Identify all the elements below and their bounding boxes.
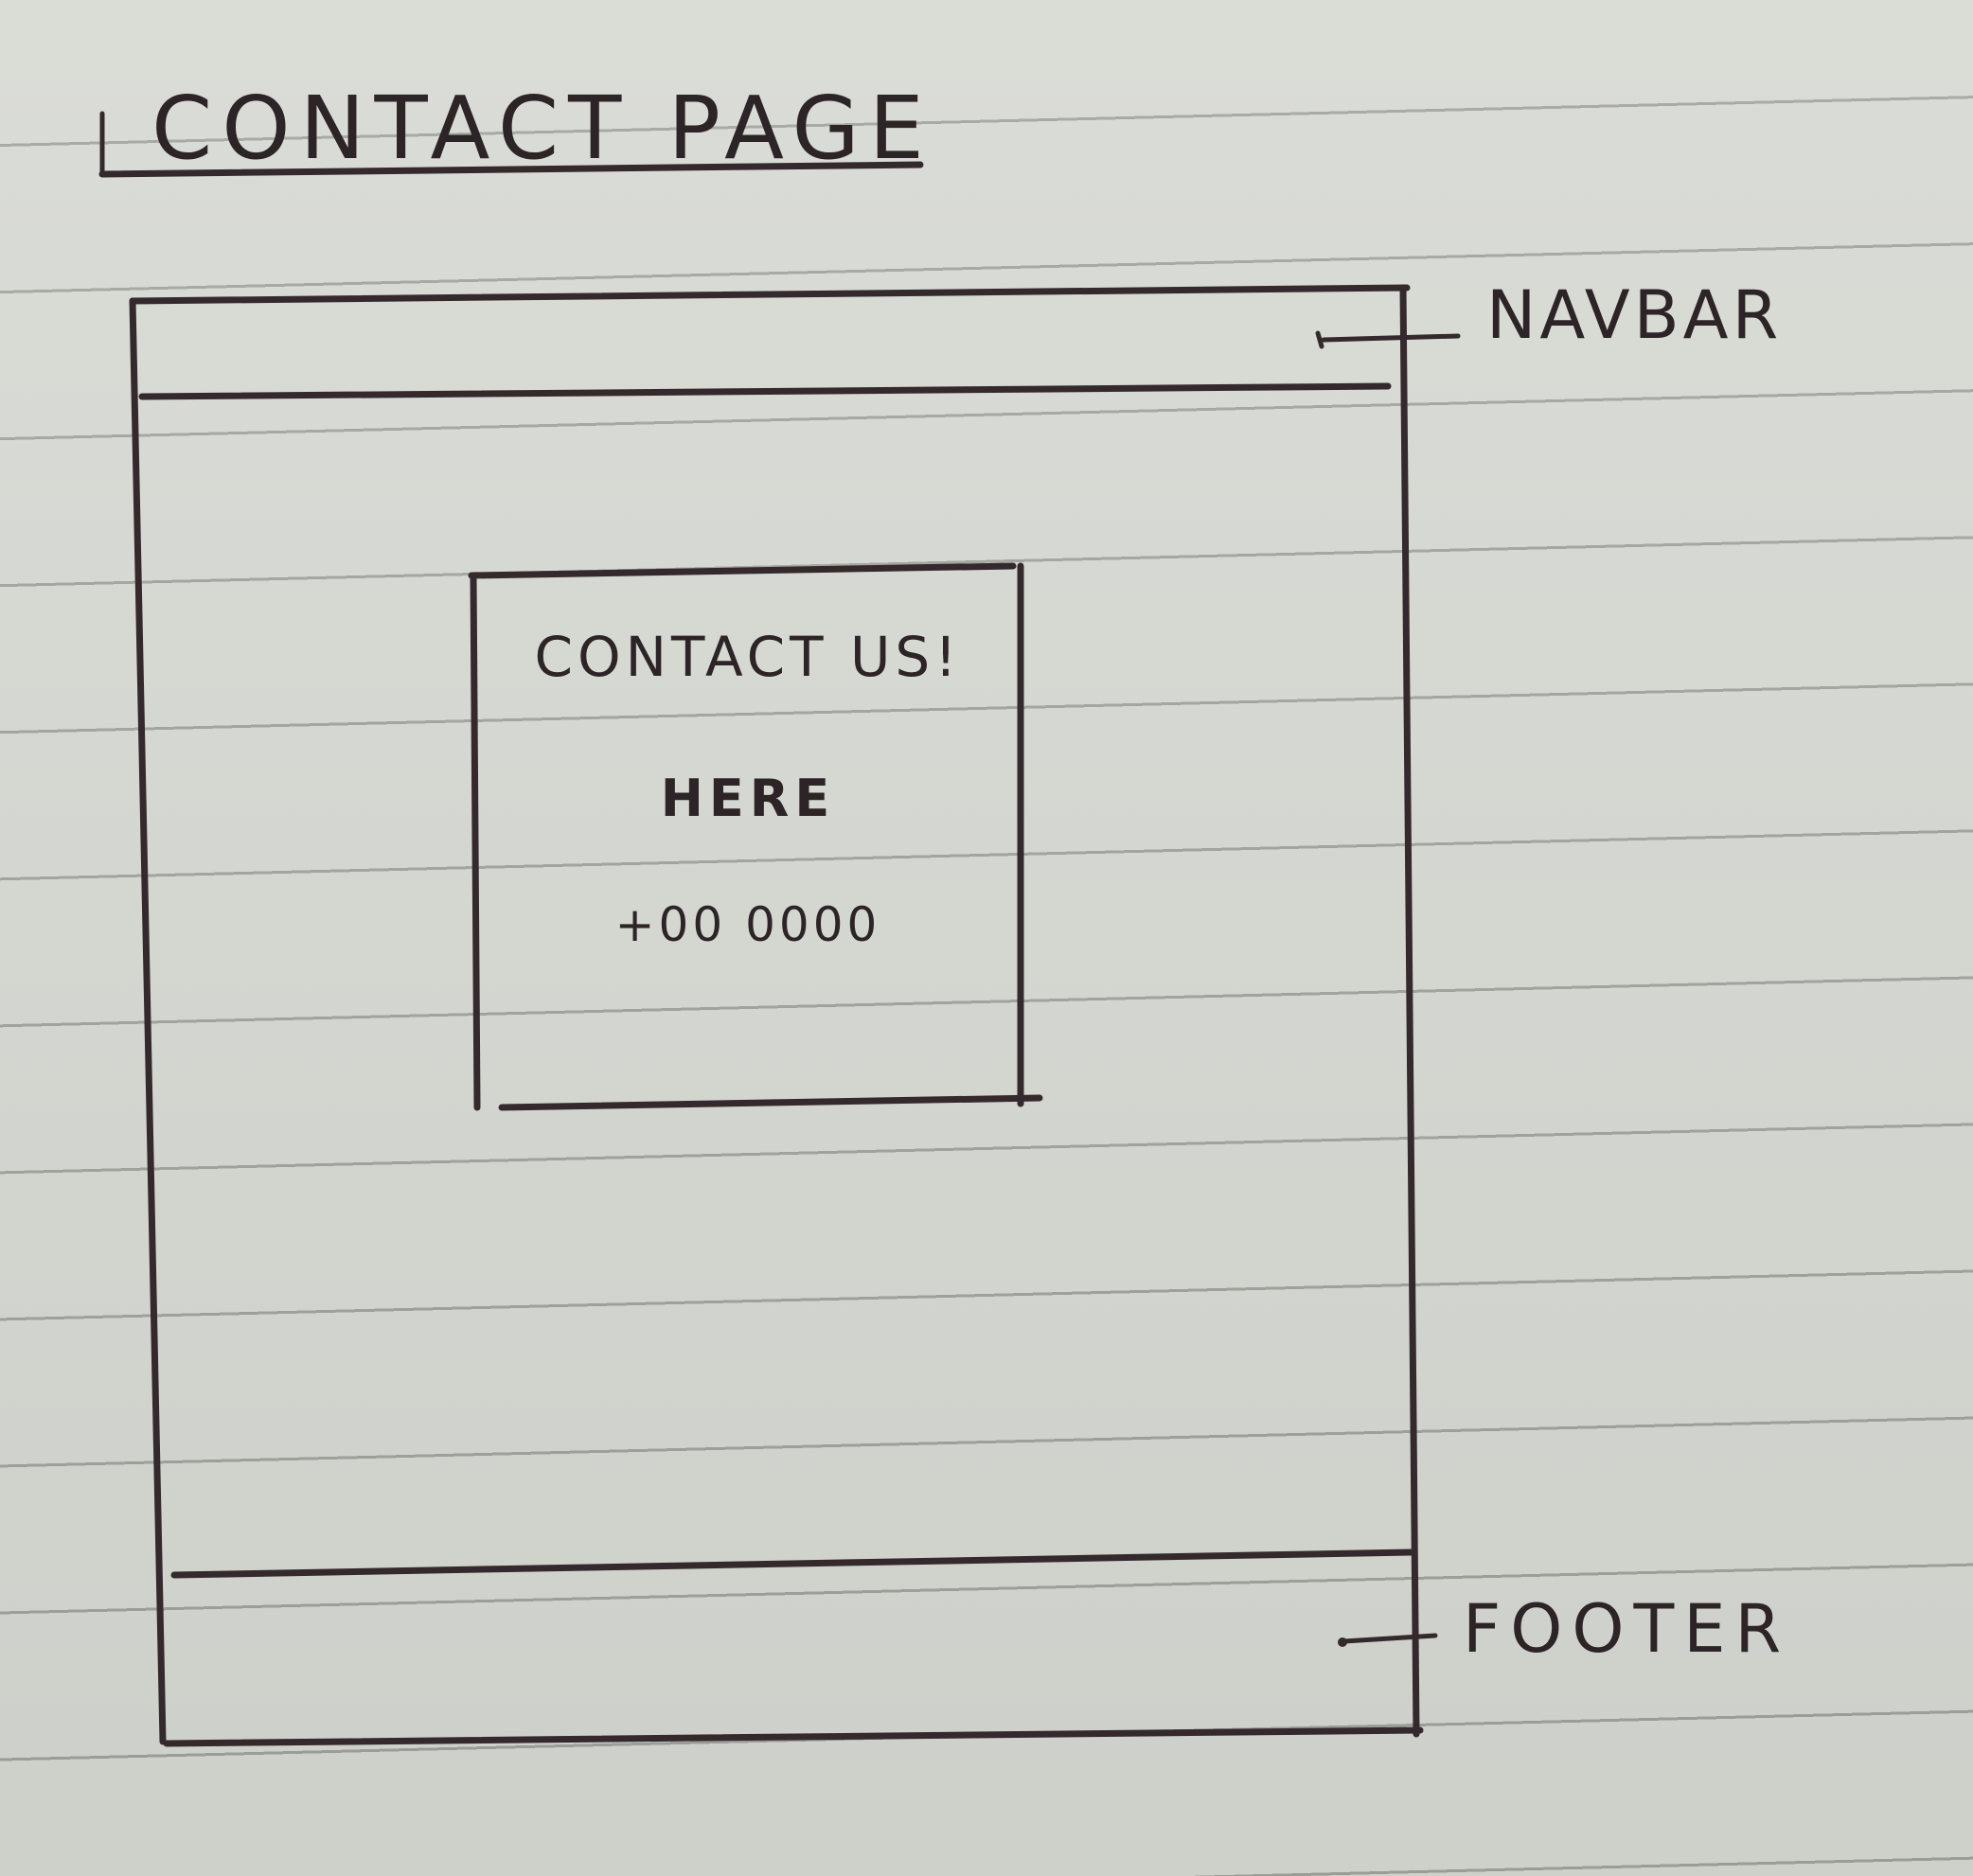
footer-pointer-dot — [1338, 1637, 1347, 1647]
navbar-divider — [138, 382, 1392, 400]
title-underline — [98, 161, 924, 178]
contact-card-box — [468, 562, 1043, 1111]
navbar-annotation: NAVBAR — [1486, 276, 1783, 354]
footer-divider — [170, 1549, 1414, 1579]
navbar-pointer — [1321, 333, 1461, 343]
page-title: CONTACT PAGE — [151, 78, 933, 179]
contact-card-heading: CONTACT US! — [534, 625, 962, 689]
contact-card-line: HERE — [660, 769, 836, 828]
footer-pointer — [1342, 1633, 1438, 1644]
footer-annotation: FOOTER — [1463, 1590, 1791, 1668]
page-frame — [129, 284, 1424, 1747]
navbar-pointer-tick — [1315, 330, 1324, 349]
contact-card-phone: +00 0000 — [614, 897, 881, 952]
